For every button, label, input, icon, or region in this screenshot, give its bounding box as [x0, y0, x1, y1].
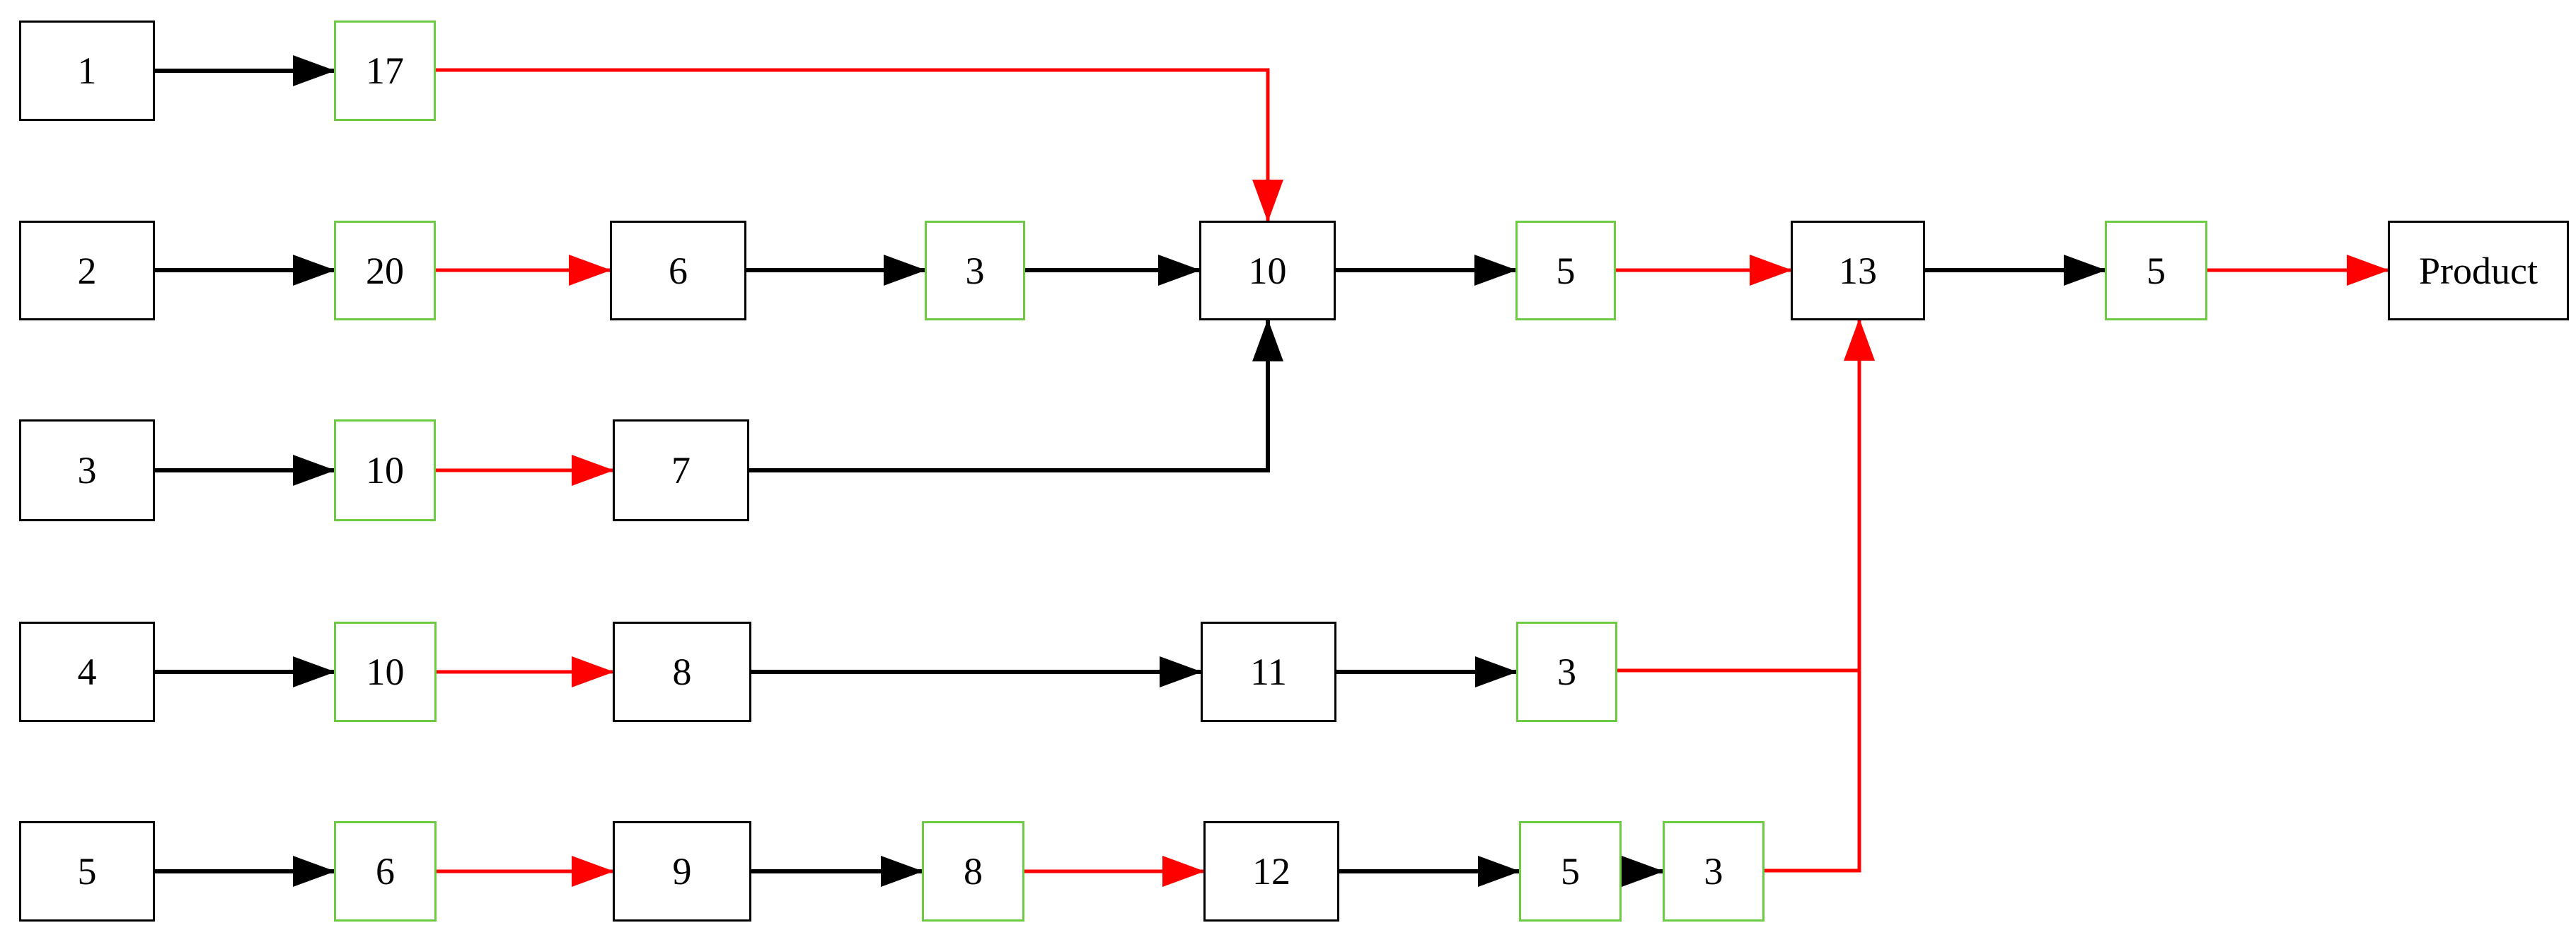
node-label: 3 [965, 249, 985, 292]
node-label: 3 [1557, 651, 1576, 693]
node-label: 4 [77, 651, 97, 693]
node-8-row4: 8 [613, 622, 751, 722]
node-label: 13 [1839, 249, 1877, 292]
node-label: 10 [366, 449, 404, 492]
edge-7-to-10-elbow-arrow [749, 319, 1283, 472]
node-label: 6 [376, 850, 395, 893]
node-label: 7 [671, 449, 691, 492]
node-3-row2: 3 [925, 221, 1025, 320]
node-label: Product [2419, 249, 2538, 292]
node-label: 5 [1561, 850, 1580, 893]
node-source-2: 2 [19, 221, 155, 320]
node-source-1: 1 [19, 21, 155, 121]
node-10-row4: 10 [334, 622, 437, 722]
node-17: 17 [334, 21, 436, 121]
node-product: Product [2388, 221, 2569, 320]
node-label: 20 [366, 249, 404, 292]
node-label: 3 [77, 449, 97, 492]
node-label: 5 [1556, 249, 1576, 292]
node-6-row5: 6 [334, 821, 437, 922]
node-11: 11 [1201, 622, 1336, 722]
node-12: 12 [1203, 821, 1339, 922]
edge-3-to-13-red-elbow-arrow [1764, 318, 1875, 873]
node-5-row5: 5 [1519, 821, 1622, 922]
node-label: 5 [77, 850, 97, 893]
node-label: 2 [77, 249, 97, 292]
node-6: 6 [610, 221, 746, 320]
node-3-row4: 3 [1516, 622, 1617, 722]
node-3-row5: 3 [1663, 821, 1764, 922]
node-10-row3: 10 [334, 419, 436, 521]
node-9: 9 [613, 821, 751, 922]
node-label: 3 [1704, 850, 1723, 893]
node-13-hub: 13 [1791, 221, 1925, 320]
node-label: 10 [1248, 249, 1287, 292]
node-label: 5 [2147, 249, 2166, 292]
node-5-row2: 5 [1515, 221, 1616, 320]
node-label: 8 [964, 850, 983, 893]
node-7: 7 [613, 419, 749, 521]
node-label: 11 [1250, 651, 1287, 693]
node-20: 20 [334, 221, 436, 320]
node-label: 8 [672, 651, 692, 693]
node-10-hub: 10 [1199, 221, 1336, 320]
node-label: 12 [1252, 850, 1290, 893]
node-5-final: 5 [2105, 221, 2207, 320]
node-source-4: 4 [19, 622, 155, 722]
node-source-5: 5 [19, 821, 155, 922]
edge-17-to-10-red-elbow-arrow [436, 68, 1283, 222]
node-label: 1 [77, 50, 97, 92]
node-label: 6 [669, 249, 688, 292]
node-8-row5: 8 [922, 821, 1024, 922]
node-label: 9 [672, 850, 692, 893]
node-label: 10 [366, 651, 405, 693]
node-label: 17 [366, 50, 404, 92]
node-source-3: 3 [19, 419, 155, 521]
